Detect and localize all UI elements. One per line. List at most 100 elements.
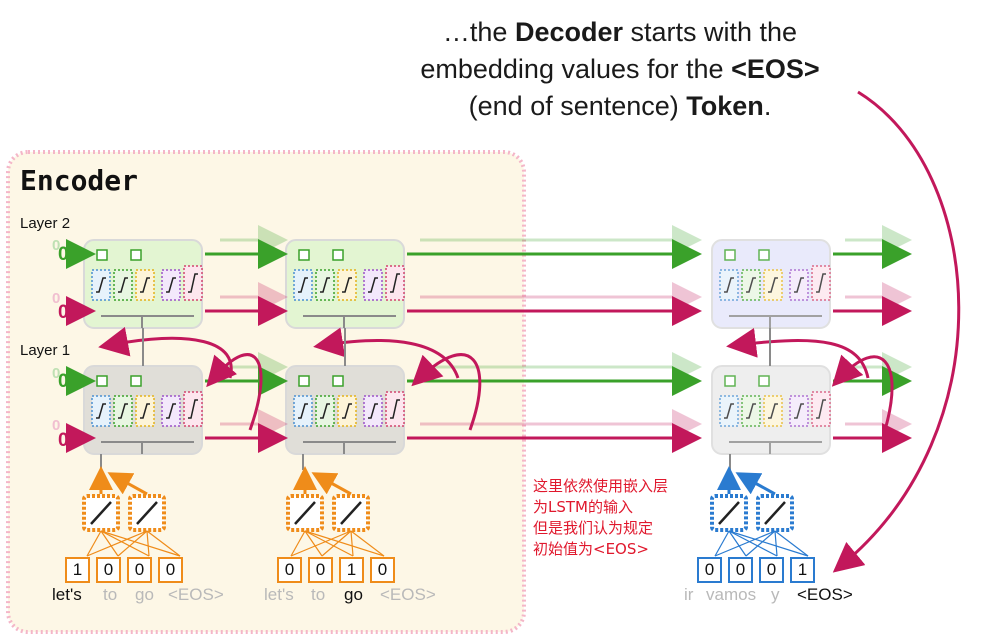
onehot-cell: 1: [339, 557, 364, 583]
annotation-note: 这里依然使用嵌入层 为LSTM的输入 但是我们认为规定 初始值为<EOS>: [533, 476, 668, 560]
sigmoid-icon: [390, 273, 400, 293]
layer2-short-init-ghost: 0: [52, 237, 61, 254]
sigmoid-icon: [724, 403, 734, 419]
onehot-cell: 0: [697, 557, 722, 583]
fan-line: [290, 530, 306, 557]
fan-line: [728, 530, 809, 557]
layer-feed-arrow: [831, 354, 894, 431]
layer-feed-arrow: [726, 327, 870, 379]
input-word: <EOS>: [380, 585, 436, 604]
fan-line: [350, 530, 354, 557]
input-word: to: [311, 585, 326, 604]
caption-text: (end of sentence): [468, 91, 687, 121]
add-icon: [130, 249, 142, 261]
linear-icon: [294, 501, 316, 525]
layer2-label: Layer 2: [20, 215, 71, 232]
fan-line: [304, 530, 323, 557]
note-line: 为LSTM的输入: [533, 498, 633, 516]
sigmoid-icon: [298, 277, 308, 293]
note-line: 但是我们认为规定: [533, 519, 654, 537]
sigmoid-icon: [746, 277, 756, 293]
onehot-cell: 0: [759, 557, 784, 583]
fan-line: [100, 530, 150, 557]
caption-text: embedding values for the: [420, 54, 732, 84]
multiply-icon: [724, 249, 736, 261]
sigmoid-icon: [368, 277, 378, 293]
layer2-cell-2: [285, 239, 405, 329]
sigmoid-icon: [342, 403, 352, 419]
layer-feed-arrow: [411, 353, 482, 431]
sigmoid-icon: [140, 277, 150, 293]
caption-token: Token: [686, 91, 764, 121]
input-word: let's: [264, 585, 294, 604]
layer-feed-arrow: [313, 327, 460, 379]
fan-line: [321, 530, 352, 557]
sigmoid-icon: [816, 399, 826, 419]
sigmoid-icon: [166, 403, 176, 419]
caption-decoder: Decoder: [514, 17, 623, 47]
sigmoid-icon: [166, 277, 176, 293]
sigmoid-icon: [746, 403, 756, 419]
embedding-group-decoder: [710, 466, 809, 557]
sigmoid-icon: [794, 403, 804, 419]
add-icon: [332, 375, 344, 387]
fan-line: [745, 530, 776, 557]
note-line: 这里依然使用嵌入层: [533, 477, 669, 495]
input-word: go: [344, 585, 363, 604]
embedding-group-2: [286, 466, 385, 557]
input-word: to: [103, 585, 118, 604]
sigmoid-icon: [96, 403, 106, 419]
onehot-cell: 0: [158, 557, 183, 583]
onehot-cell: 0: [277, 557, 302, 583]
sigmoid-icon: [298, 403, 308, 419]
onehot-cell: 0: [370, 557, 395, 583]
fan-line: [86, 530, 102, 557]
fan-line: [86, 530, 148, 557]
fan-line: [774, 530, 809, 557]
sigmoid-icon: [724, 277, 734, 293]
layer1-long-init: 0: [58, 430, 69, 451]
multiply-icon: [96, 249, 108, 261]
fan-line: [714, 530, 776, 557]
sigmoid-icon: [140, 403, 150, 419]
sigmoid-icon: [118, 403, 128, 419]
fan-line: [146, 530, 181, 557]
fan-line: [714, 530, 730, 557]
onehot-cell: 0: [308, 557, 333, 583]
sigmoid-icon: [188, 399, 198, 419]
caption-eos: <EOS>: [731, 54, 820, 84]
linear-icon: [90, 501, 112, 525]
input-word: let's: [52, 585, 82, 604]
sigmoid-icon: [96, 277, 106, 293]
input-word: <EOS>: [797, 585, 853, 604]
add-icon: [758, 249, 770, 261]
note-line: 初始值为<EOS>: [533, 540, 649, 558]
caption-to-eos-arrow: [832, 90, 961, 573]
multiply-icon: [298, 375, 310, 387]
sigmoid-icon: [368, 403, 378, 419]
fan-line: [117, 530, 148, 557]
onehot-cell: 0: [96, 557, 121, 583]
linear-icon: [764, 501, 786, 525]
layer1-cell-2: [285, 365, 405, 455]
multiply-icon: [724, 375, 736, 387]
fan-line: [100, 530, 119, 557]
caption-text: …the: [442, 17, 515, 47]
caption: …the Decoder starts with the embedding v…: [360, 14, 880, 125]
layer1-short-init-ghost: 0: [52, 365, 61, 382]
fan-line: [100, 530, 181, 557]
add-icon: [130, 375, 142, 387]
fan-line: [350, 530, 385, 557]
sigmoid-icon: [390, 399, 400, 419]
embedding-arrow: [735, 472, 776, 496]
multiply-icon: [298, 249, 310, 261]
input-word: go: [135, 585, 154, 604]
layer1-long-init-ghost: 0: [52, 417, 61, 434]
encoder-title: Encoder: [20, 164, 139, 197]
add-icon: [332, 249, 344, 261]
onehot-cell: 1: [65, 557, 90, 583]
input-word: y: [771, 585, 780, 604]
sigmoid-icon: [794, 277, 804, 293]
layer2-long-init: 0: [58, 302, 69, 323]
